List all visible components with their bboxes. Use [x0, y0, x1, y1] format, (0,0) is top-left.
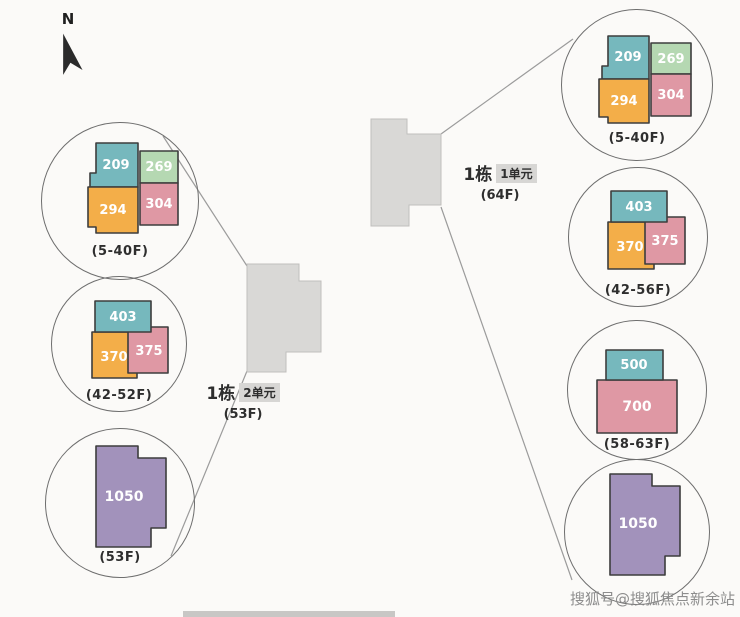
unit-block-269 [139, 150, 179, 184]
unit-area-label: 375 [135, 344, 162, 359]
unit-area-label: 294 [99, 203, 126, 218]
unit-area-label: 209 [614, 50, 641, 65]
unit-area-label: 269 [145, 160, 172, 175]
projection-line-right-top [440, 38, 574, 135]
unit-area-label: 370 [616, 240, 643, 255]
building-floors: (53F) [223, 407, 263, 422]
unit-area-label: 500 [620, 358, 647, 373]
unit-block-500 [605, 349, 664, 381]
floor-plate-circle-left-53f: 1050 (53F) [45, 428, 195, 578]
building-name: 1栋 [463, 165, 493, 185]
north-arrow-icon [63, 33, 83, 75]
floor-plate-svg: 1050 [609, 473, 681, 576]
floor-plate-circle-right-64f: 1050 [564, 459, 710, 605]
projection-line-right-bottom [440, 206, 573, 581]
floor-range-label: (42-52F) [85, 388, 153, 403]
floor-range-label: (42-56F) [604, 283, 672, 298]
cropped-edge-strip [183, 611, 395, 617]
floor-plate-svg: 209 269 294 304 [87, 142, 179, 234]
building-footprint-unit2 [246, 263, 322, 373]
floor-plate-circle-right-58-63f: 500 700 (58-63F) [567, 320, 707, 460]
floor-range-label: (5-40F) [91, 244, 149, 259]
floor-plate-svg: 403 370 375 [91, 300, 169, 379]
unit-block-1050 [609, 473, 681, 576]
unit-block-294 [598, 78, 650, 124]
floor-plate-circle-right-42-56f: 403 370 375 (42-56F) [568, 167, 708, 307]
unit-block-1050 [95, 445, 167, 548]
unit-area-label: 209 [102, 158, 129, 173]
watermark: 搜狐号@搜狐焦点新余站 [569, 590, 735, 608]
floor-plate-circle-left-42-52f: 403 370 375 (42-52F) [51, 276, 187, 412]
floor-range-label: (58-63F) [603, 437, 671, 452]
unit-block-304 [650, 73, 692, 117]
unit-area-label: 1050 [619, 516, 658, 532]
unit-area-label: 304 [145, 197, 172, 212]
building-name: 1栋 [206, 384, 236, 404]
floor-plate-circle-left-5-40f: 209 269 294 304 (5-40F) [41, 122, 199, 280]
unit-area-label: 375 [651, 234, 678, 249]
building-unit-badge: 2单元 [239, 383, 280, 402]
unit-area-label: 304 [657, 88, 684, 103]
unit-area-label: 1050 [105, 489, 144, 505]
floor-plate-circle-right-5-40f: 209 269 294 304 (5-40F) [561, 9, 713, 161]
unit-area-label: 370 [100, 350, 127, 365]
unit-block-403 [94, 300, 152, 333]
building-unit-badge: 1单元 [496, 164, 537, 183]
unit-block-294 [87, 186, 139, 234]
unit-area-label: 700 [622, 399, 651, 415]
unit-block-375 [127, 326, 169, 374]
floor-plate-svg: 403 370 375 [607, 190, 686, 270]
building-footprint-unit1 [370, 118, 442, 227]
unit-area-label: 403 [625, 200, 652, 215]
compass: N [48, 10, 88, 82]
unit-area-label: 403 [109, 310, 136, 325]
unit-area-label: 269 [657, 52, 684, 67]
floor-plate-svg: 1050 [95, 445, 167, 548]
floor-plate-svg: 209 269 294 304 [598, 35, 692, 124]
unit-block-403 [610, 190, 668, 223]
floor-plate-svg: 500 700 [596, 349, 678, 434]
floor-range-label: (53F) [99, 550, 141, 565]
unit-block-375 [644, 216, 686, 265]
building-floors: (64F) [480, 188, 520, 203]
unit-block-304 [139, 182, 179, 226]
unit-area-label: 294 [610, 94, 637, 109]
floor-range-label: (5-40F) [608, 131, 666, 146]
north-label: N [61, 10, 75, 28]
